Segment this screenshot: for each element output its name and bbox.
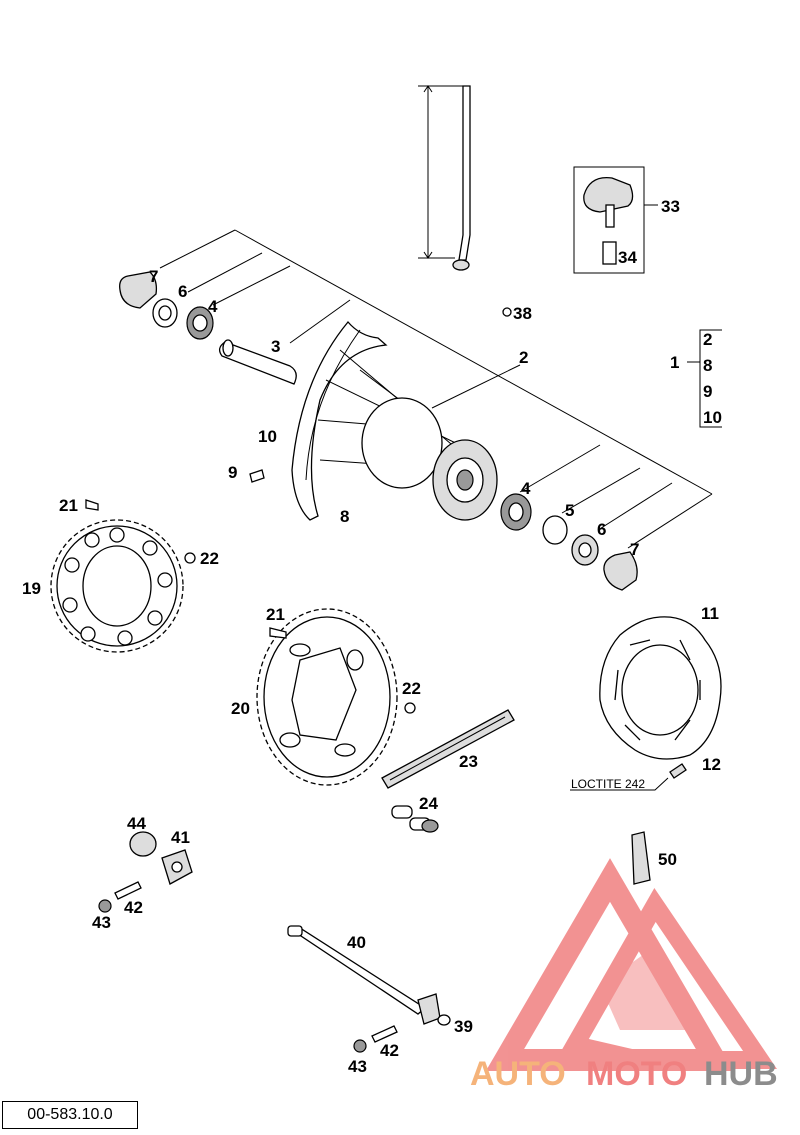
callout-3: 3 xyxy=(271,337,280,356)
chain xyxy=(381,709,515,833)
spoke-drawing xyxy=(418,85,471,271)
callout-1-sub-10: 10 xyxy=(703,408,722,427)
callout-42-bottom: 42 xyxy=(380,1041,399,1060)
watermark-part1: AUTO xyxy=(470,1055,566,1093)
watermark-text: AUTO MOTO HUB xyxy=(470,1055,778,1093)
callout-1-sub-2: 2 xyxy=(703,330,712,349)
callout-23: 23 xyxy=(459,752,478,771)
rear-wheel xyxy=(249,320,498,521)
callout-1: 1 xyxy=(670,353,679,372)
callout-1-sub-8: 8 xyxy=(703,356,712,375)
rear-sprocket-20 xyxy=(256,608,416,786)
callout-22-top: 22 xyxy=(200,549,219,568)
callout-24: 24 xyxy=(419,794,438,813)
axle xyxy=(287,925,451,1053)
explosion-lines xyxy=(159,229,713,549)
callout-38: 38 xyxy=(513,304,532,323)
hub-left-parts xyxy=(119,271,297,385)
part-38 xyxy=(502,307,512,317)
callout-8-spoke: 8 xyxy=(340,507,349,526)
callout-6-right: 6 xyxy=(597,520,606,539)
callout-50: 50 xyxy=(658,850,677,869)
grease-tube xyxy=(631,831,651,885)
assembly-bracket-1 xyxy=(687,329,722,428)
callout-22-mid: 22 xyxy=(402,679,421,698)
callout-44: 44 xyxy=(127,814,146,833)
callout-12: 12 xyxy=(702,755,721,774)
callout-21-top: 21 xyxy=(59,496,78,515)
callout-1-sub-9: 9 xyxy=(703,382,712,401)
callout-39: 39 xyxy=(454,1017,473,1036)
watermark-logo xyxy=(485,858,777,1071)
callout-33: 33 xyxy=(661,197,680,216)
callout-34: 34 xyxy=(618,248,637,267)
callout-2-hub: 2 xyxy=(519,348,528,367)
callout-43-bottom: 43 xyxy=(348,1057,367,1076)
valve-assembly-box xyxy=(573,166,658,274)
callout-41: 41 xyxy=(171,828,190,847)
callout-20: 20 xyxy=(231,699,250,718)
chain-adjuster-left xyxy=(98,831,193,913)
diagram-code-label: 00-583.10.0 xyxy=(2,1101,138,1129)
watermark-part3: HUB xyxy=(704,1055,778,1093)
callout-21-mid: 21 xyxy=(266,605,285,624)
callout-7-right: 7 xyxy=(630,540,639,559)
brake-disc xyxy=(570,616,722,791)
callout-40: 40 xyxy=(347,933,366,952)
callout-11: 11 xyxy=(701,604,719,623)
callout-labels: 7 6 4 3 2 10 9 8 4 5 6 7 33 34 38 1 2 8 … xyxy=(22,197,722,1076)
callout-19: 19 xyxy=(22,579,41,598)
watermark-part2: MOTO xyxy=(586,1055,687,1093)
callout-4-right: 4 xyxy=(521,479,531,498)
callout-5: 5 xyxy=(565,501,574,520)
callout-43-left: 43 xyxy=(92,913,111,932)
rear-sprocket-19 xyxy=(50,499,196,653)
loctite-note: LOCTITE 242 xyxy=(571,777,645,791)
callout-42-left: 42 xyxy=(124,898,143,917)
callout-6-left: 6 xyxy=(178,282,187,301)
callout-4-left: 4 xyxy=(208,297,218,316)
callout-7-left: 7 xyxy=(149,267,158,286)
hub-right-parts xyxy=(500,493,638,591)
callout-9-valve: 9 xyxy=(228,463,237,482)
callout-10-rim: 10 xyxy=(258,427,277,446)
